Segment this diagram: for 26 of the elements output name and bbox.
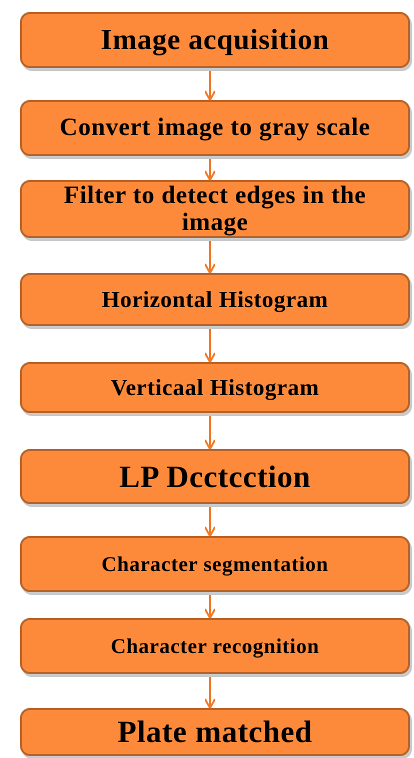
- step-label: LP Dcctcction: [119, 460, 311, 494]
- arrow: [204, 592, 216, 619]
- process-box: [20, 449, 410, 504]
- arrow: [204, 504, 216, 537]
- step-label: Verticaal Histogram: [110, 374, 320, 400]
- step-label: Horizontal Histogram: [102, 286, 328, 312]
- arrow: [204, 326, 216, 363]
- arrow: [204, 413, 216, 450]
- process-box: [20, 12, 410, 68]
- step-label: Image acquisition: [100, 24, 330, 56]
- step-label: Plate matched: [117, 715, 313, 749]
- process-box: [20, 180, 410, 238]
- process-box: [20, 536, 410, 592]
- arrow: [204, 674, 216, 709]
- process-box: [20, 708, 410, 756]
- process-box: [20, 273, 410, 326]
- step-label: Character recognition: [110, 634, 320, 658]
- process-box: [20, 100, 410, 156]
- process-box: [20, 618, 410, 674]
- step-label: Character segmentation: [102, 552, 328, 576]
- step-label: Convert image to gray scale: [60, 115, 370, 141]
- arrow: [204, 238, 216, 274]
- arrow: [204, 68, 216, 101]
- step-label: Filter to detect edges in the image: [62, 182, 368, 236]
- process-box: [20, 362, 410, 413]
- arrow: [204, 156, 216, 181]
